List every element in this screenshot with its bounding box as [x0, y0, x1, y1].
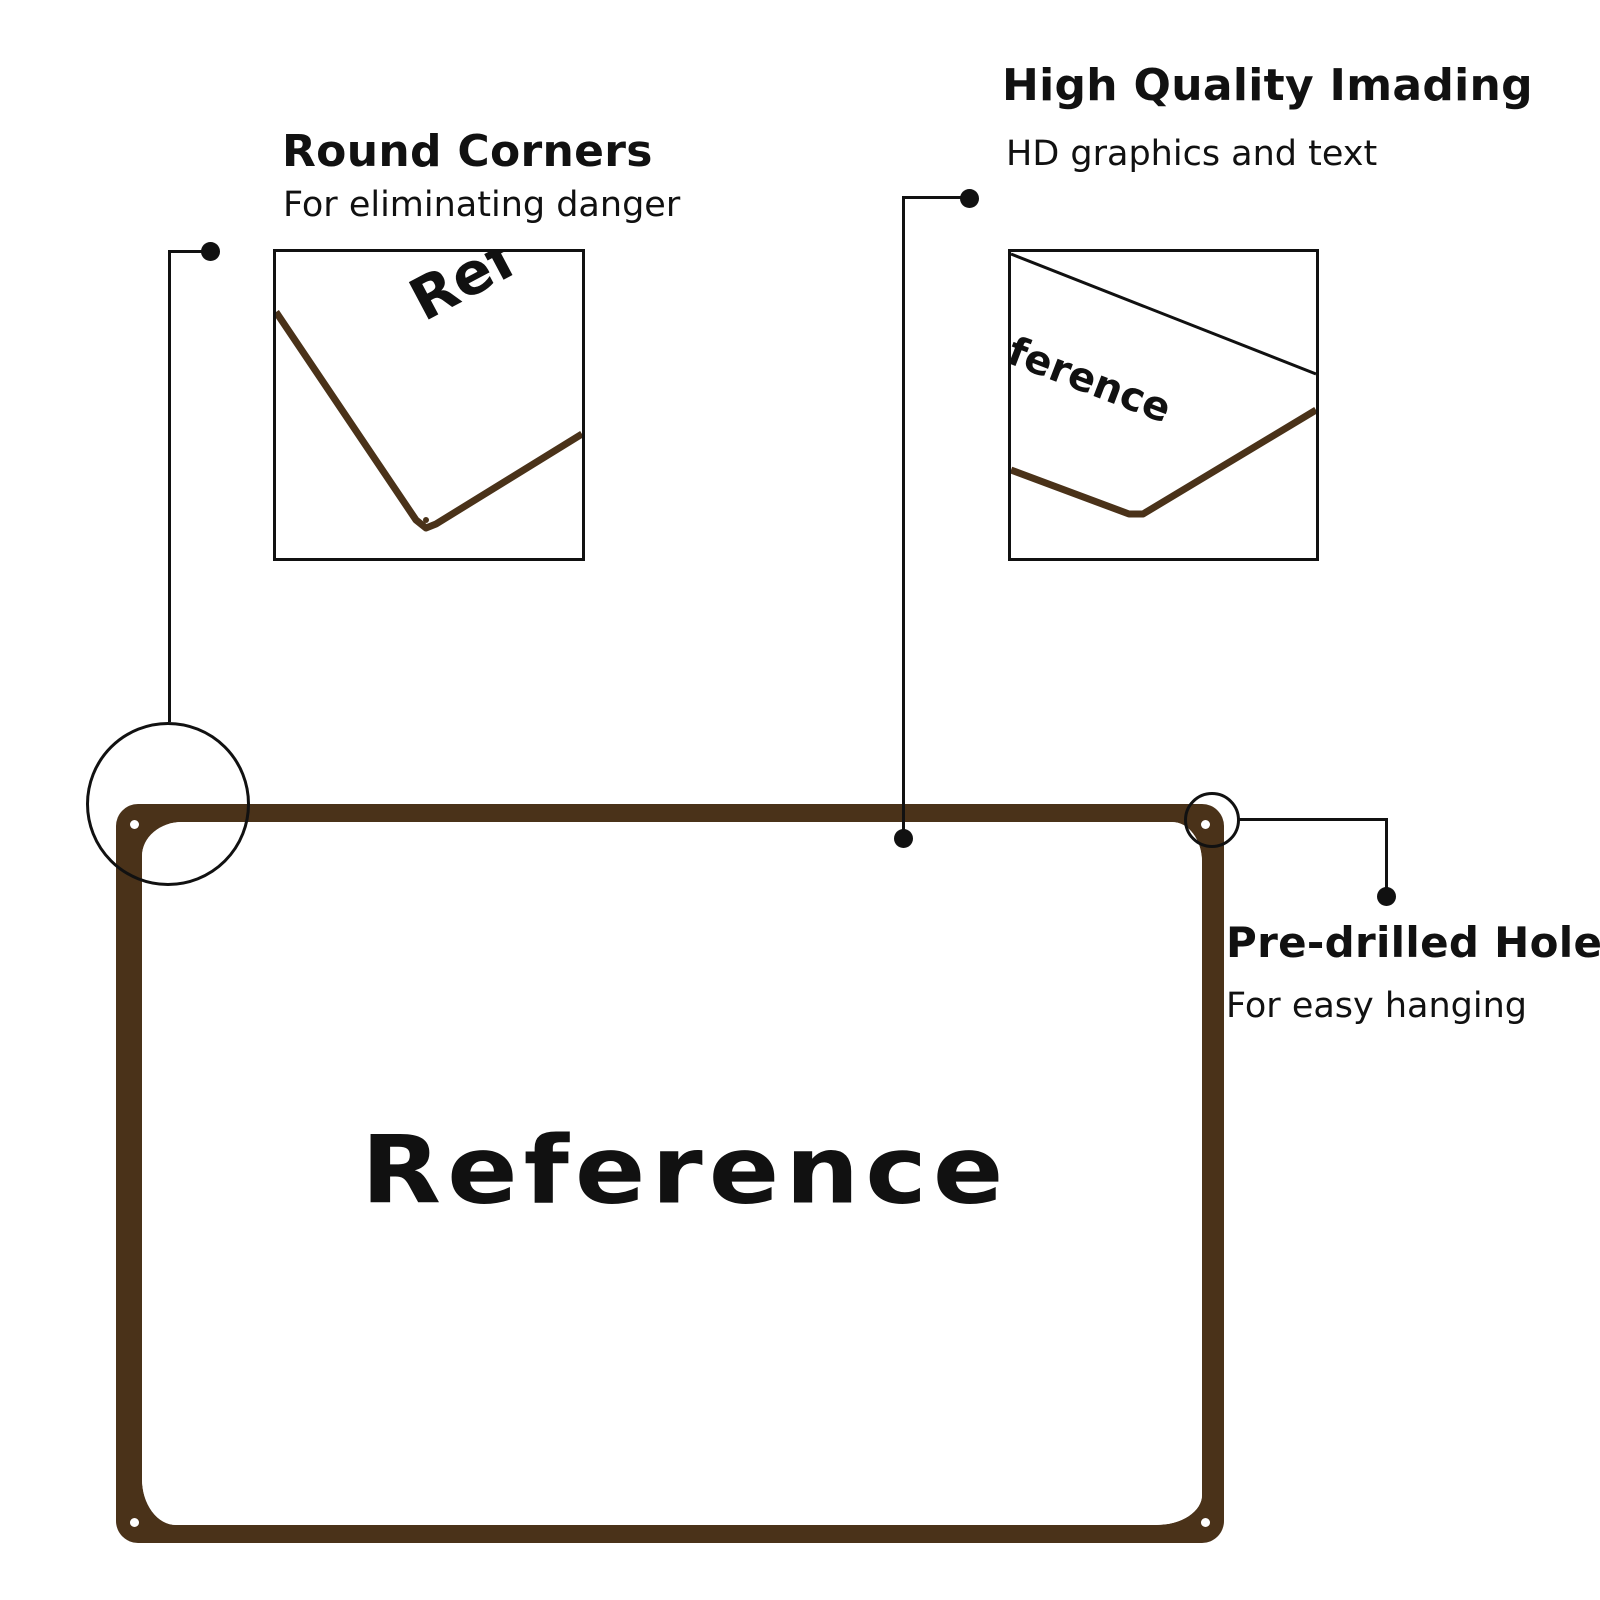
pre-drilled-connector-horizontal [1239, 818, 1387, 821]
hole-bottom-right [1201, 1518, 1210, 1527]
round-corners-connector-dot [201, 242, 220, 261]
round-corners-connector-horizontal [168, 250, 212, 253]
pre-drilled-title: Pre-drilled Holes [1226, 918, 1600, 967]
pre-drilled-magnifier-circle [1184, 792, 1240, 848]
high-quality-title: High Quality Imading [1002, 60, 1533, 111]
high-quality-connector-horizontal [902, 196, 968, 199]
round-corners-inset: Ref [273, 249, 585, 561]
high-quality-inset: ference [1008, 249, 1319, 561]
high-quality-connector-vertical [902, 196, 905, 836]
sign-main-text: Reference [361, 1115, 1010, 1225]
round-corners-connector-vertical [168, 250, 171, 722]
high-quality-connector-dot-bottom [894, 829, 913, 848]
high-quality-zoom-illustration: ference [1011, 252, 1316, 518]
pre-drilled-connector-dot [1377, 887, 1396, 906]
high-quality-subtitle: HD graphics and text [1006, 134, 1378, 174]
sign-face [142, 822, 1202, 1525]
pre-drilled-subtitle: For easy hanging [1226, 986, 1528, 1026]
round-corners-title: Round Corners [282, 126, 653, 177]
hole-bottom-left [130, 1518, 139, 1527]
pre-drilled-connector-vertical [1385, 818, 1388, 898]
high-quality-connector-dot-top [960, 189, 979, 208]
round-corners-subtitle: For eliminating danger [283, 185, 681, 225]
metal-sign: Reference [116, 804, 1224, 1543]
round-corners-zoom-illustration: Ref [276, 252, 582, 532]
round-corners-magnifier-circle [86, 722, 250, 886]
